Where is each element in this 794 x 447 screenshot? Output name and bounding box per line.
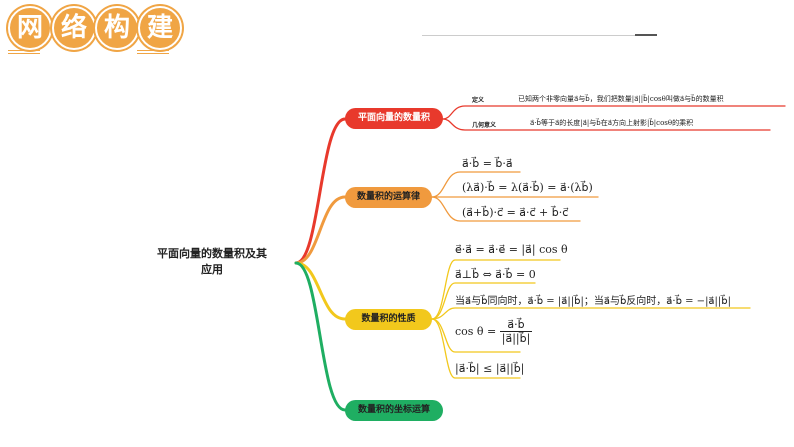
node-definition: 平面向量的数量积 xyxy=(345,108,443,129)
leaf-property: a⃗⊥b⃗ ⇔ a⃗·b⃗ = 0 xyxy=(455,268,536,281)
leaf-law: a⃗·b⃗ = b⃗·a⃗ xyxy=(462,157,513,170)
root-topic: 平面向量的数量积及其 应用 xyxy=(130,246,294,278)
node-coords: 数量积的坐标运算 xyxy=(345,400,443,421)
header-rule-accent xyxy=(635,34,657,36)
header-rule xyxy=(422,35,657,36)
node-properties: 数量积的性质 xyxy=(345,309,432,330)
leaf-property: e⃗·a⃗ = a⃗·e⃗ = |a⃗| cos θ xyxy=(455,243,568,256)
numerator: a⃗·b⃗ xyxy=(499,318,533,332)
root-line: 平面向量的数量积及其 xyxy=(157,247,267,260)
leaf-property: 当a⃗与b⃗同向时，a⃗·b⃗ = |a⃗||b⃗|；当a⃗与b⃗反向时，a⃗·… xyxy=(455,296,732,307)
title-char: 建 xyxy=(138,6,182,50)
cos-fraction: a⃗·b⃗|a⃗||b⃗| xyxy=(499,318,533,345)
title-char: 络 xyxy=(52,6,96,50)
title-char: 网 xyxy=(8,6,52,50)
cos-lhs: cos θ = xyxy=(455,325,497,338)
root-line: 应用 xyxy=(201,263,223,276)
leaf-property: |a⃗·b⃗| ≤ |a⃗||b⃗| xyxy=(455,362,525,375)
divider xyxy=(8,50,40,51)
leaf-law: (a⃗+b⃗)·c⃗ = a⃗·c⃗ + b⃗·c⃗ xyxy=(462,206,569,219)
leaf-law: (λa⃗)·b⃗ = λ(a⃗·b⃗) = a⃗·(λb⃗) xyxy=(462,181,593,194)
leaf-geometric: a⃗·b⃗等于a⃗的长度|a⃗|与b⃗在a⃗方向上射影|b⃗|cosθ的乘积 xyxy=(530,119,694,127)
divider xyxy=(8,53,40,54)
divider xyxy=(137,53,169,54)
tag-geometric: 几何意义 xyxy=(472,122,497,129)
denominator: |a⃗||b⃗| xyxy=(501,332,531,345)
tag-definition: 定义 xyxy=(472,97,485,104)
divider xyxy=(137,50,169,51)
leaf-definition: 已知两个非零向量a⃗与b⃗，我们把数量|a⃗||b⃗|cosθ叫做a⃗与b⃗的数… xyxy=(518,95,724,103)
leaf-property-cos: cos θ = a⃗·b⃗|a⃗||b⃗| xyxy=(455,318,533,345)
node-laws: 数量积的运算律 xyxy=(345,187,432,208)
